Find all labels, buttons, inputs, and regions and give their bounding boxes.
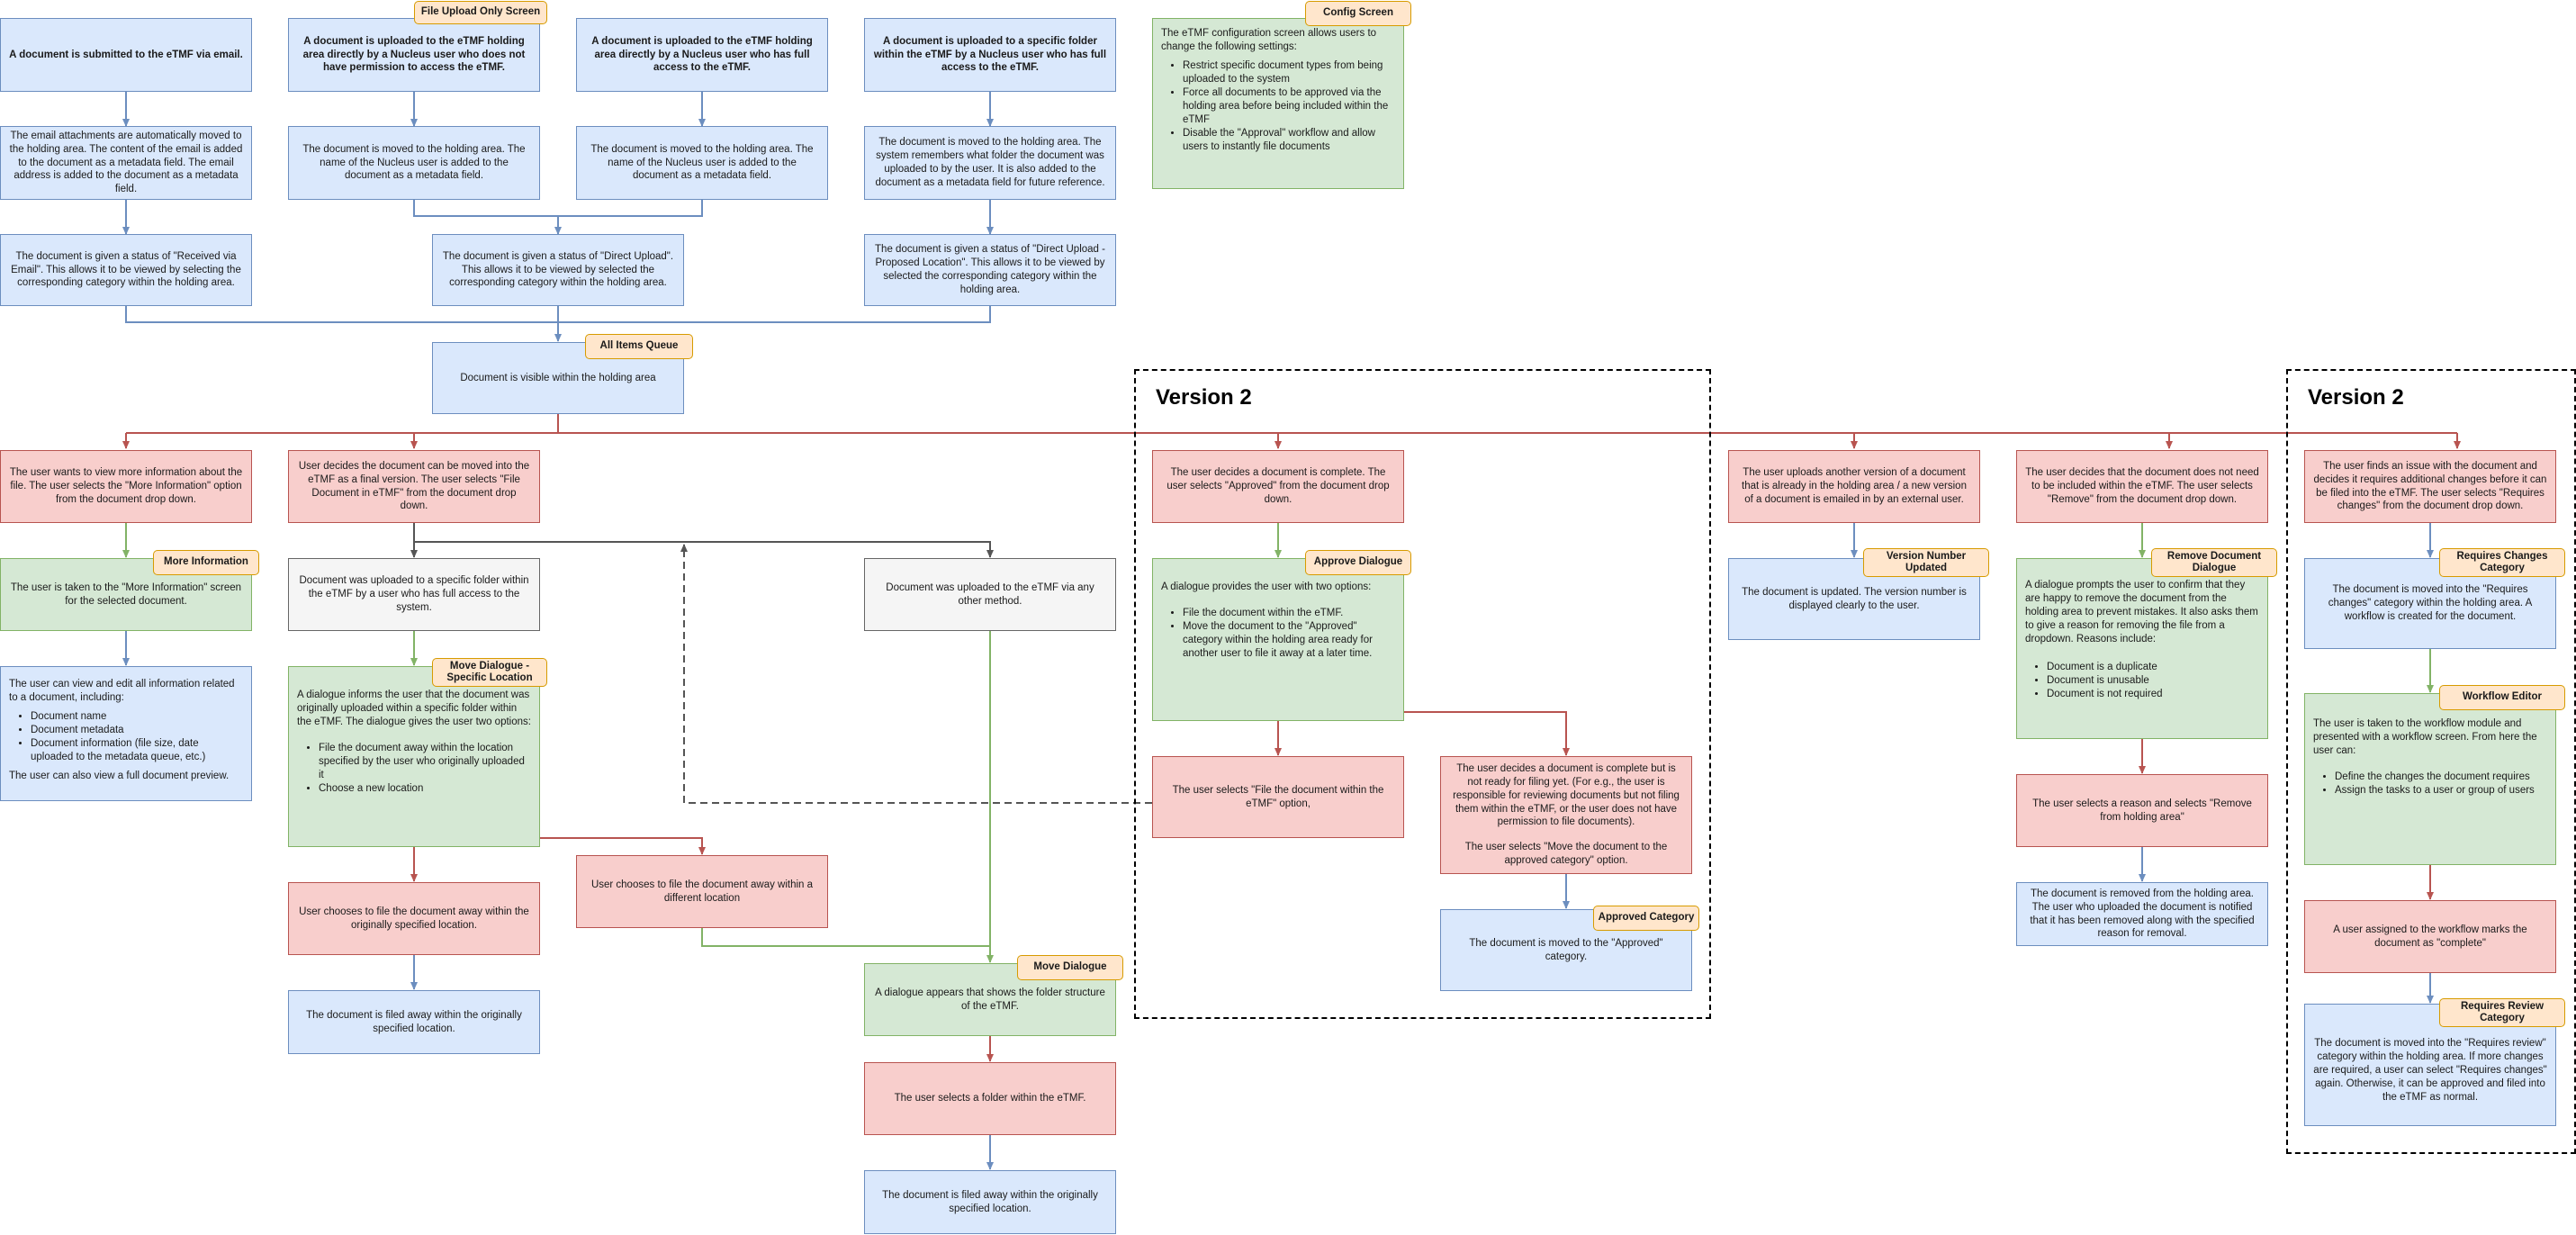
node-moved-folder-remembered: The document is moved to the holding are… xyxy=(864,126,1116,200)
node-remove-decision: The user decides that the document does … xyxy=(2016,450,2268,523)
connector xyxy=(413,523,994,558)
tag-approve-dialogue: Approve Dialogue xyxy=(1305,550,1411,575)
node-more-info-view: The user can view and edit all informati… xyxy=(0,666,252,801)
node-final-version-decision: User decides the document can be moved i… xyxy=(288,450,540,523)
more-info-list: Document name Document metadata Document… xyxy=(9,710,243,764)
group-title: Version 2 xyxy=(2308,385,2404,410)
node-filed-original-location-2: The document is filed away within the or… xyxy=(864,1170,1116,1234)
node-submit-email: A document is submitted to the eTMF via … xyxy=(0,18,252,92)
connector xyxy=(125,306,991,323)
node-select-file-option: The user selects "File the document with… xyxy=(1152,756,1404,838)
node-uploaded-other-method: Document was uploaded to the eTMF via an… xyxy=(864,558,1116,631)
node-approve-decision: The user decides a document is complete.… xyxy=(1152,450,1404,523)
workflow-actions-list: Define the changes the document requires… xyxy=(2313,771,2547,798)
list-item: Document is a duplicate xyxy=(2047,661,2259,674)
connector xyxy=(413,200,562,235)
node-moved-name-added-2: The document is moved to the holding are… xyxy=(576,126,828,200)
node-filed-original-location: The document is filed away within the or… xyxy=(288,990,540,1054)
node-approve-dialogue: A dialogue provides the user with two op… xyxy=(1152,558,1404,721)
tag-all-items-queue: All Items Queue xyxy=(585,334,693,359)
approve-options-list: File the document within the eTMF. Move … xyxy=(1161,607,1395,661)
tag-more-information: More Information xyxy=(153,550,259,575)
list-item: Choose a new location xyxy=(319,782,531,796)
tag-workflow-editor: Workflow Editor xyxy=(2439,685,2565,710)
tag-remove-document-dialogue: Remove Document Dialogue xyxy=(2151,548,2277,577)
node-workflow-complete: A user assigned to the workflow marks th… xyxy=(2304,900,2556,973)
group-title: Version 2 xyxy=(1156,385,1252,410)
node-more-info-request: The user wants to view more information … xyxy=(0,450,252,523)
node-status-direct-upload: The document is given a status of "Direc… xyxy=(432,234,684,306)
list-item: Define the changes the document requires xyxy=(2335,771,2547,784)
node-not-ready-filing: The user decides a document is complete … xyxy=(1440,756,1692,874)
tag-approved-category: Approved Category xyxy=(1593,906,1699,931)
node-select-reason-remove: The user selects a reason and selects "R… xyxy=(2016,774,2268,847)
tag-requires-changes-category: Requires Changes Category xyxy=(2439,548,2565,577)
node-upload-new-version: The user uploads another version of a do… xyxy=(1728,450,1980,523)
tag-config-screen: Config Screen xyxy=(1305,1,1411,26)
config-settings-list: Restrict specific document types from be… xyxy=(1161,59,1395,154)
node-upload-specific-folder: A document is uploaded to a specific fol… xyxy=(864,18,1116,92)
node-file-different-location: User chooses to file the document away w… xyxy=(576,855,828,928)
connector xyxy=(558,200,703,217)
version-2-group-approve: Version 2 xyxy=(1134,369,1711,1019)
list-item: Document name xyxy=(31,710,243,724)
tag-version-number-updated: Version Number Updated xyxy=(1863,548,1989,577)
list-item: Document information (file size, date up… xyxy=(31,737,243,764)
list-item: Document is unusable xyxy=(2047,674,2259,688)
node-status-received-email: The document is given a status of "Recei… xyxy=(0,234,252,306)
list-item: Document is not required xyxy=(2047,688,2259,701)
tag-file-upload-only-screen: File Upload Only Screen xyxy=(414,1,547,24)
node-status-proposed-location: The document is given a status of "Direc… xyxy=(864,234,1116,306)
list-item: Assign the tasks to a user or group of u… xyxy=(2335,784,2547,798)
node-workflow-screen: The user is taken to the workflow module… xyxy=(2304,693,2556,865)
node-email-attachments-moved: The email attachments are automatically … xyxy=(0,126,252,200)
list-item: File the document away within the locati… xyxy=(319,742,531,782)
connector xyxy=(540,837,706,855)
list-item: Force all documents to be approved via t… xyxy=(1183,86,1395,127)
node-moved-requires-changes: The document is moved into the "Requires… xyxy=(2304,558,2556,649)
remove-reasons-list: Document is a duplicate Document is unus… xyxy=(2025,661,2259,701)
tag-move-dialogue: Move Dialogue xyxy=(1017,955,1123,980)
connector xyxy=(701,928,990,947)
node-config-screen: The eTMF configuration screen allows use… xyxy=(1152,18,1404,189)
list-item: Restrict specific document types from be… xyxy=(1183,59,1395,86)
node-issue-found: The user finds an issue with the documen… xyxy=(2304,450,2556,523)
list-item: File the document within the eTMF. xyxy=(1183,607,1395,620)
tag-requires-review-category: Requires Review Category xyxy=(2439,998,2565,1027)
node-file-original-location: User chooses to file the document away w… xyxy=(288,882,540,955)
list-item: Move the document to the "Approved" cate… xyxy=(1183,620,1395,661)
node-upload-no-permission: A document is uploaded to the eTMF holdi… xyxy=(288,18,540,92)
node-moved-requires-review: The document is moved into the "Requires… xyxy=(2304,1004,2556,1126)
node-moved-name-added-1: The document is moved to the holding are… xyxy=(288,126,540,200)
dialogue-options-list: File the document away within the locati… xyxy=(297,742,531,796)
node-removed-notified: The document is removed from the holding… xyxy=(2016,882,2268,946)
node-remove-dialogue: A dialogue prompts the user to confirm t… xyxy=(2016,558,2268,739)
list-item: Disable the "Approval" workflow and allo… xyxy=(1183,127,1395,154)
node-upload-full-access: A document is uploaded to the eTMF holdi… xyxy=(576,18,828,92)
node-select-folder: The user selects a folder within the eTM… xyxy=(864,1062,1116,1135)
node-dialogue-original-location: A dialogue informs the user that the doc… xyxy=(288,666,540,847)
list-item: Document metadata xyxy=(31,724,243,737)
tag-move-dialogue-specific-location: Move Dialogue - Specific Location xyxy=(432,658,547,687)
node-uploaded-specific-folder: Document was uploaded to a specific fold… xyxy=(288,558,540,631)
version-2-group-requires-changes: Version 2 xyxy=(2286,369,2576,1154)
